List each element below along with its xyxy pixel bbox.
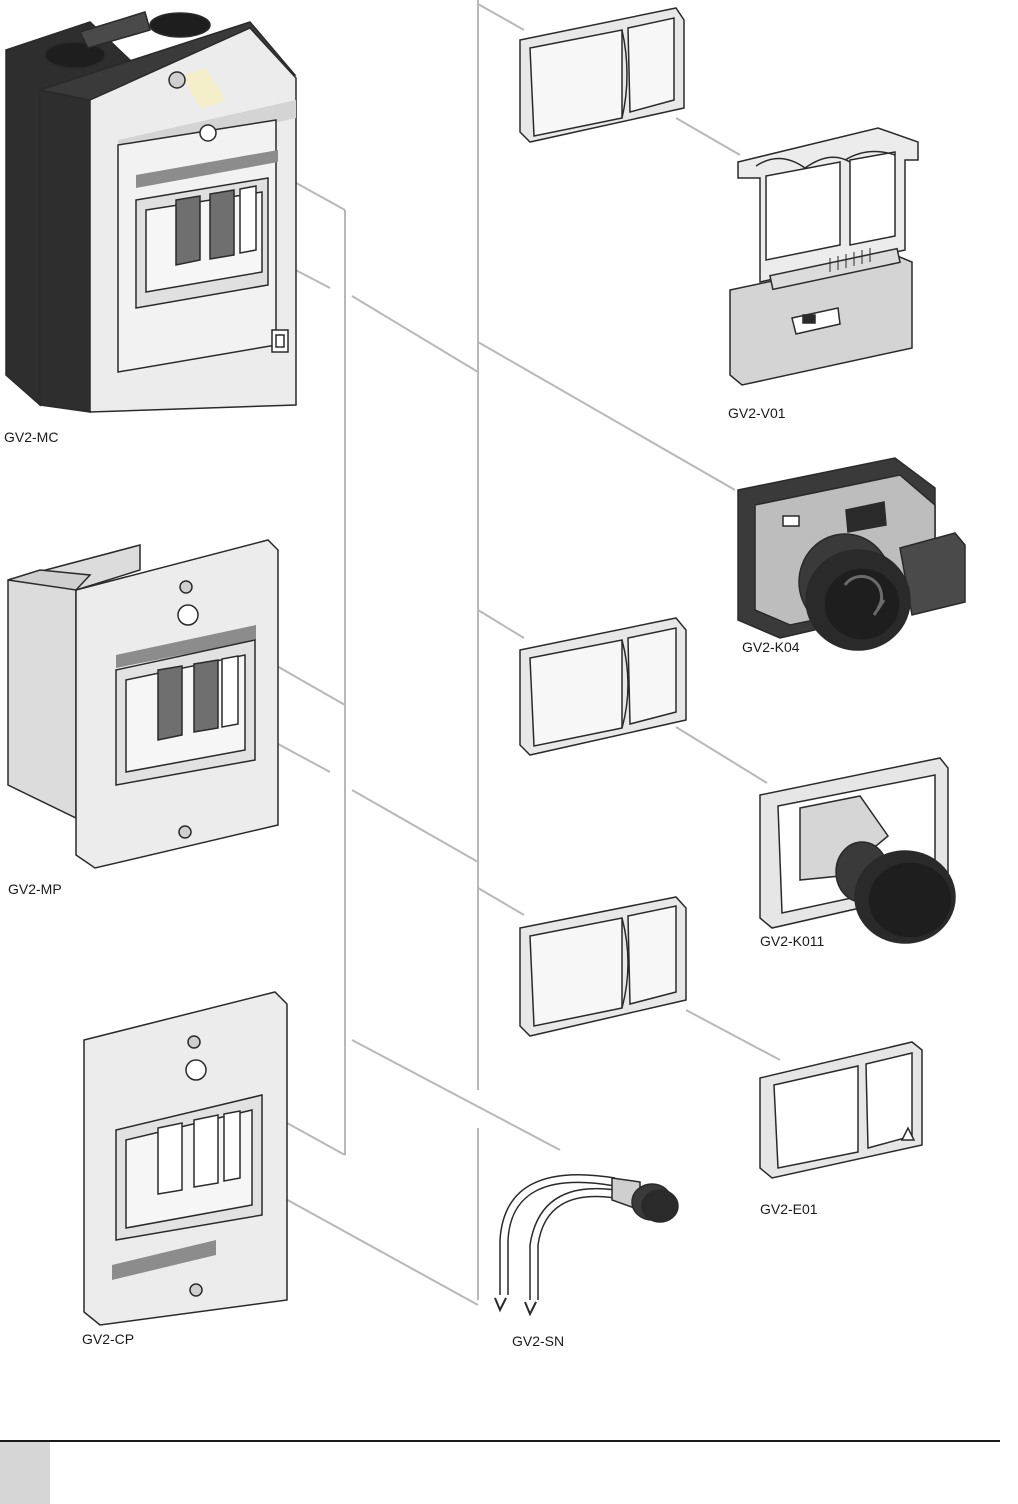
label-gv2-cp: GV2-CP: [82, 1331, 134, 1347]
gv2-e01-device: [760, 1042, 922, 1178]
gv2-mp-enclosure: [8, 540, 278, 868]
seal-frame-top: [520, 8, 684, 142]
label-gv2-k011: GV2-K011: [760, 933, 825, 949]
footer-rule: [0, 1440, 1000, 1442]
footer-tab: [0, 1442, 50, 1504]
label-gv2-v01: GV2-V01: [728, 405, 786, 421]
seal-frame-bottom: [520, 897, 686, 1036]
gv2-k04-device: [738, 458, 965, 650]
label-gv2-mp: GV2-MP: [8, 881, 62, 897]
gv2-k011-device: [760, 758, 955, 943]
label-gv2-sn: GV2-SN: [512, 1333, 564, 1349]
gv2-mc-enclosure: [6, 12, 296, 412]
gv2-sn-device: [495, 1175, 678, 1314]
label-gv2-k04: GV2-K04: [742, 639, 800, 655]
label-gv2-e01: GV2-E01: [760, 1201, 818, 1217]
gv2-cp-enclosure: [84, 992, 287, 1325]
gv2-v01-device: [730, 128, 918, 385]
label-gv2-mc: GV2-MC: [4, 429, 58, 445]
seal-frame-middle: [520, 618, 686, 755]
